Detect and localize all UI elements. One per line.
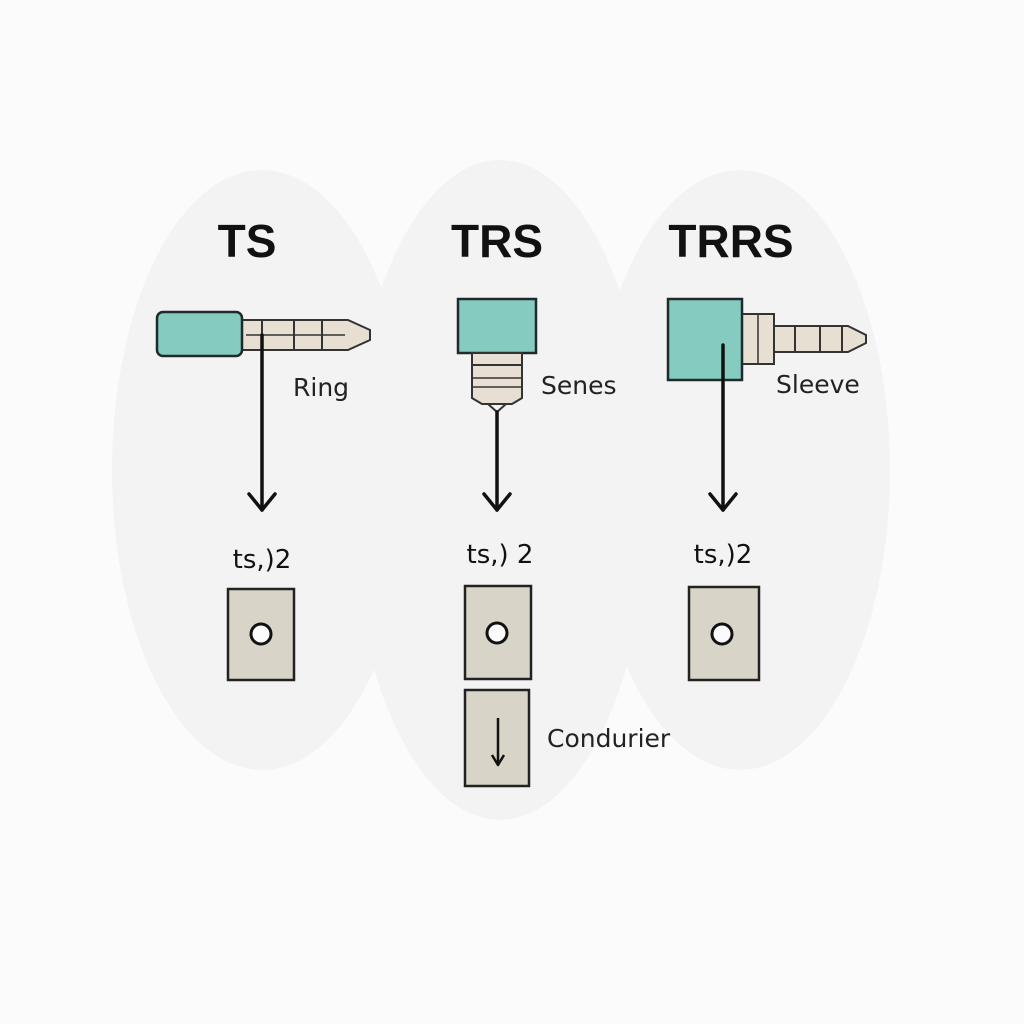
ts-code: ts,)2 <box>233 545 292 575</box>
trs-jack <box>463 584 533 681</box>
trrs-plug-body <box>666 297 744 382</box>
trrs-jack-hole <box>710 622 734 646</box>
trs-arrow-head <box>482 492 512 512</box>
trrs-plug <box>666 297 867 382</box>
halo-trs <box>350 160 650 820</box>
ts-jack-hole <box>249 622 273 646</box>
ts-plug-body <box>155 310 244 358</box>
trs-plug <box>456 297 538 414</box>
ts-label: Ring <box>293 373 349 402</box>
title-trs: TRS <box>451 215 543 267</box>
title-trrs: TRRS <box>668 215 793 267</box>
trs-plug-body <box>456 297 538 355</box>
trrs-code: ts,)2 <box>694 540 753 570</box>
ts-jack <box>226 587 296 682</box>
conductor-arrow-head <box>490 754 506 767</box>
trrs-jack <box>687 585 761 682</box>
ts-plug <box>155 310 371 358</box>
trs-plug-sleeve <box>471 364 523 405</box>
trrs-label: Sleeve <box>776 370 860 399</box>
ts-arrow-head <box>247 492 277 512</box>
title-ts: TS <box>218 215 277 267</box>
halo-trrs <box>590 170 890 770</box>
conductor-label: Condurier <box>547 724 671 753</box>
trs-plug-collar <box>471 352 523 366</box>
trs-code: ts,) 2 <box>467 540 534 570</box>
trs-jack-hole <box>485 621 509 645</box>
trs-label: Senes <box>541 371 617 400</box>
trrs-arrow-head <box>708 492 738 512</box>
conductor-box <box>463 688 531 788</box>
